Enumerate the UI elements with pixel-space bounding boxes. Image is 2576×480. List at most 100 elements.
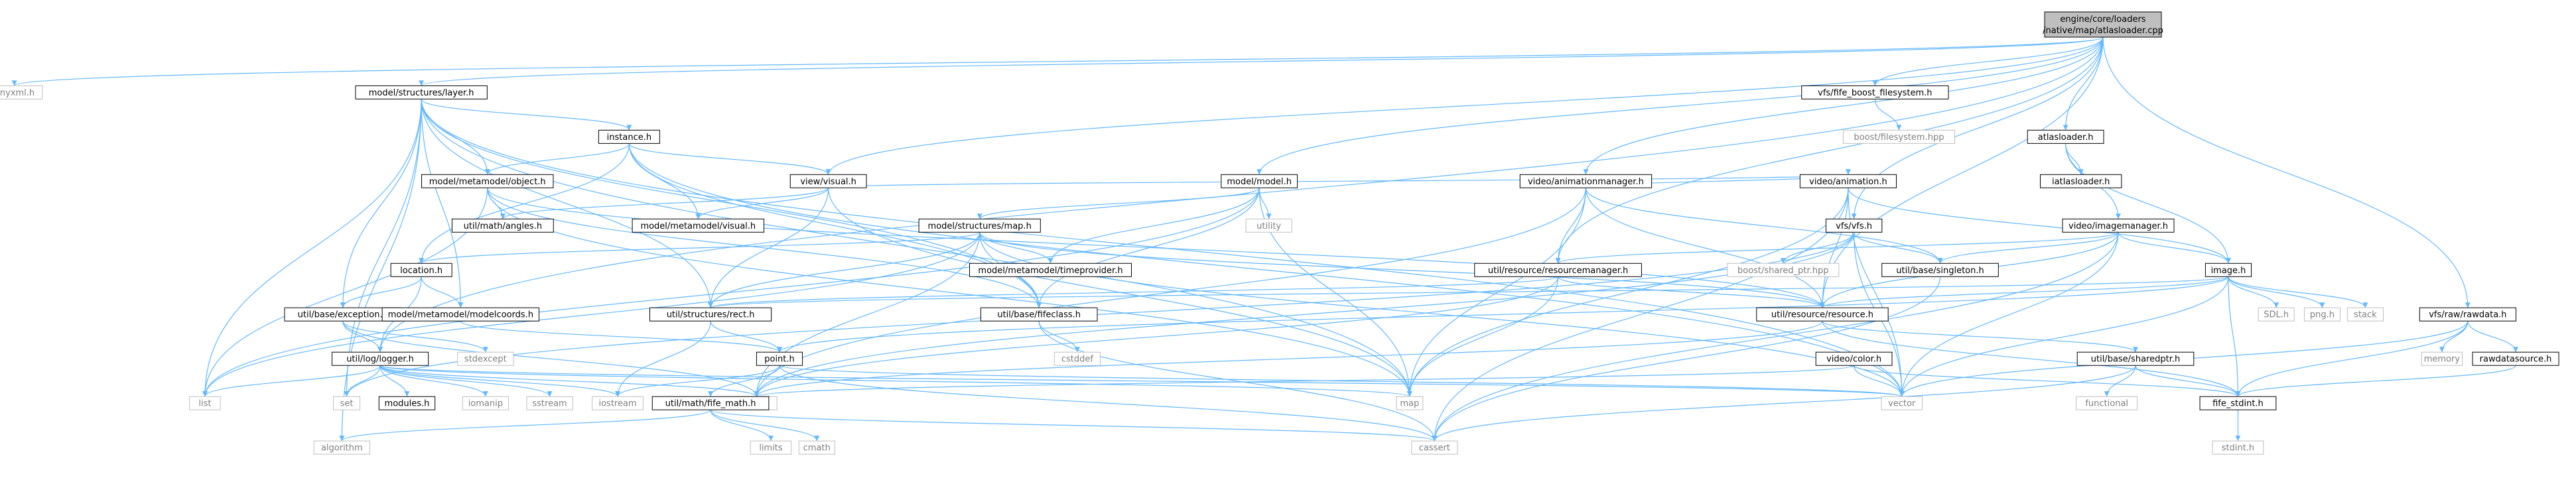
edge-anim_mgr-to-singleton	[1585, 188, 1941, 264]
edge-model-to-fifeclass	[1038, 188, 1260, 308]
edge-instance-to-visual_view	[628, 143, 829, 175]
node-vfs-h[interactable]: vfs/vfs.h	[1825, 218, 1883, 233]
node-label: rawdatasource.h	[2480, 355, 2552, 365]
node-label: model/metamodel/visual.h	[640, 221, 756, 231]
node-map-h[interactable]: model/structures/map.h	[918, 218, 1041, 233]
edge-exception-to-string	[342, 321, 757, 397]
node-box	[451, 218, 554, 233]
node-cstddef: cstddef	[1053, 351, 1101, 366]
edge-vfs_h-to-shared_ptr	[1783, 232, 1855, 264]
edge-resourcemanager-to-rect	[710, 276, 1559, 308]
node-box	[1842, 129, 1955, 144]
edge-rect-to-point	[710, 321, 780, 353]
arrowhead-visual_view-to-angles	[500, 213, 506, 219]
node-anim-mgr[interactable]: video/animationmanager.h	[1519, 174, 1653, 188]
edge-imagemanager-to-cassert	[1434, 232, 2119, 442]
node-box	[381, 307, 540, 322]
node-box	[598, 129, 660, 144]
node-box	[1799, 174, 1897, 188]
node-box	[331, 351, 429, 366]
arrowhead-map_h-to-timeprovider	[1048, 258, 1053, 264]
edge-root-to-layer	[421, 36, 2104, 86]
node-label: point.h	[764, 355, 795, 365]
edge-logger-to-vector	[379, 365, 1903, 397]
node-label: model/metamodel/object.h	[429, 177, 546, 187]
edge-vfs_h-to-set	[346, 232, 1855, 397]
node-label: stack	[2354, 310, 2377, 320]
node-box	[2472, 351, 2559, 366]
node-rawdatasource[interactable]: rawdatasource.h	[2472, 351, 2559, 366]
node-memory: memory	[2421, 351, 2463, 366]
node-label: instance.h	[607, 133, 651, 143]
node-root[interactable]: engine/core/loaders /native/map/atlasloa…	[2043, 11, 2163, 38]
node-logger[interactable]: util/log/logger.h	[331, 351, 429, 366]
node-rawdata[interactable]: vfs/raw/rawdata.h	[2419, 307, 2516, 322]
node-image[interactable]: image.h	[2204, 263, 2252, 277]
node-box	[1881, 263, 1999, 277]
node-animation[interactable]: video/animation.h	[1799, 174, 1897, 188]
edge-logger-to-string	[379, 365, 757, 397]
node-resource[interactable]: util/resource/resource.h	[1756, 307, 1889, 322]
edge-root-to-resourcemanager	[1557, 36, 2104, 264]
graph-nodes: engine/core/loaders /native/map/atlasloa…	[0, 11, 2559, 455]
node-exception[interactable]: util/base/exception.h	[284, 307, 402, 322]
node-visual-view[interactable]: view/visual.h	[789, 174, 867, 188]
node-iomanip: iomanip	[462, 396, 509, 410]
node-location[interactable]: location.h	[390, 263, 452, 277]
node-point[interactable]: point.h	[756, 351, 803, 366]
node-label: view/visual.h	[800, 177, 856, 187]
node-timeprovider[interactable]: model/metamodel/timeprovider.h	[969, 263, 1132, 277]
arrowhead-exception-to-logger	[377, 347, 383, 353]
edge-animation-to-image	[1848, 188, 2229, 264]
node-sharedptr[interactable]: util/base/sharedptr.h	[2076, 351, 2195, 366]
node-object[interactable]: model/metamodel/object.h	[421, 174, 554, 188]
node-iatlasloader[interactable]: iatlasloader.h	[2040, 174, 2122, 188]
node-instance[interactable]: instance.h	[598, 129, 660, 144]
node-box	[333, 396, 361, 410]
node-rect[interactable]: util/structures/rect.h	[649, 307, 772, 322]
node-label: iatlasloader.h	[2052, 177, 2110, 187]
node-modules[interactable]: modules.h	[378, 396, 436, 410]
root-line2: /native/map/atlasloader.cpp	[2043, 26, 2163, 36]
node-label: set	[340, 399, 354, 409]
node-label: util/resource/resource.h	[1771, 310, 1873, 320]
node-model[interactable]: model/model.h	[1221, 174, 1298, 188]
node-resourcemanager[interactable]: util/resource/resourcemanager.h	[1474, 263, 1642, 277]
node-fife-math[interactable]: util/math/fife_math.h	[651, 396, 770, 410]
edge-imagemanager-to-singleton	[1939, 232, 2119, 264]
edge-anim_mgr-to-resource	[1585, 188, 1823, 308]
arrowhead-location-to-modelcoords	[458, 302, 464, 308]
node-box	[798, 440, 835, 455]
node-atlasloader-h[interactable]: atlasloader.h	[2027, 129, 2104, 144]
arrowhead-visual_view-to-mm_visual	[695, 213, 701, 219]
edge-map_h-to-resource	[979, 232, 1823, 308]
node-imagemanager[interactable]: video/imagemanager.h	[2062, 218, 2175, 233]
node-label: util/base/exception.h	[298, 310, 388, 320]
node-stdexcept: stdexcept	[457, 351, 514, 366]
node-mm-visual[interactable]: model/metamodel/visual.h	[632, 218, 765, 233]
arrowhead-logger-to-list	[202, 391, 208, 397]
node-fife-stdint[interactable]: fife_stdint.h	[2199, 396, 2277, 410]
arrowhead-fife_boost-to-boost_fs	[1896, 125, 1902, 131]
edge-instance-to-mm_visual	[628, 143, 699, 219]
node-fife-boost[interactable]: vfs/fife_boost_filesystem.h	[1801, 85, 1949, 99]
node-box	[2421, 351, 2463, 366]
node-layer[interactable]: model/structures/layer.h	[355, 85, 488, 99]
node-box	[2027, 129, 2104, 144]
arrowhead-layer-to-instance	[626, 125, 632, 131]
node-singleton[interactable]: util/base/singleton.h	[1881, 263, 1999, 277]
edge-object-to-fifeclass	[487, 188, 1040, 308]
edge-visual_view-to-angles	[502, 187, 829, 219]
node-angles[interactable]: util/math/angles.h	[451, 218, 554, 233]
node-label: list	[198, 399, 211, 409]
node-color[interactable]: video/color.h	[1815, 351, 1893, 366]
node-label: cmath	[803, 444, 831, 453]
edge-map_h-to-list	[204, 232, 981, 397]
edge-map_h-to-location	[421, 231, 981, 264]
edge-color-to-string	[756, 365, 1855, 397]
node-modelcoords[interactable]: model/metamodel/modelcoords.h	[381, 307, 540, 322]
node-functional: functional	[2076, 396, 2138, 410]
node-fifeclass[interactable]: util/base/fifeclass.h	[980, 307, 1098, 322]
node-box	[1245, 218, 1292, 233]
